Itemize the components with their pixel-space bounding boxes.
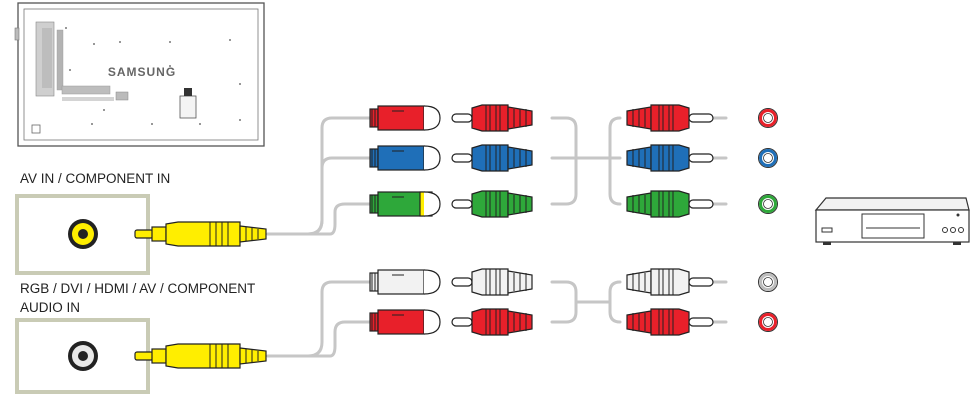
video-plug-mid-blue-1	[451, 144, 533, 172]
audio-output-ring-white-0	[758, 272, 778, 292]
audio-in-port	[15, 318, 150, 394]
video-output-ring-green-2	[758, 194, 778, 214]
display-brand-logo: SAMSUNG	[108, 65, 176, 79]
audio-in-label-line1: RGB / DVI / HDMI / AV / COMPONENT	[20, 281, 256, 296]
audio-in-label-line2: AUDIO IN	[20, 300, 81, 315]
video-plug-mid-red-0	[451, 104, 533, 132]
video-plug-right-red-0	[626, 104, 714, 132]
display-rear-icon: SAMSUNG	[14, 2, 265, 147]
video-plug-right-green-2	[626, 190, 714, 218]
video-output-ring-blue-1	[758, 148, 778, 168]
video-output-ring-red-0	[758, 108, 778, 128]
av-component-in-label: AV IN / COMPONENT IN	[20, 171, 171, 186]
av-component-in-port	[15, 194, 150, 275]
audio-plug-right-red-1	[626, 308, 714, 336]
audio-jack-red-1	[369, 309, 441, 335]
yellow-audio-plug	[134, 343, 267, 369]
video-jack-green-2	[369, 191, 441, 217]
video-plug-right-blue-1	[626, 144, 714, 172]
video-plug-mid-green-2	[451, 190, 533, 218]
audio-plug-mid-white-0	[451, 268, 533, 296]
audio-output-ring-red-1	[758, 312, 778, 332]
audio-jack-white-0	[369, 269, 441, 295]
yellow-video-plug	[134, 221, 267, 247]
audio-plug-mid-red-1	[451, 308, 533, 336]
audio-plug-right-white-0	[626, 268, 714, 296]
video-jack-red-0	[369, 105, 441, 131]
av-device-icon	[814, 197, 970, 245]
video-jack-blue-1	[369, 145, 441, 171]
audio-cable-lines	[266, 280, 728, 358]
video-cable-lines	[266, 116, 728, 236]
